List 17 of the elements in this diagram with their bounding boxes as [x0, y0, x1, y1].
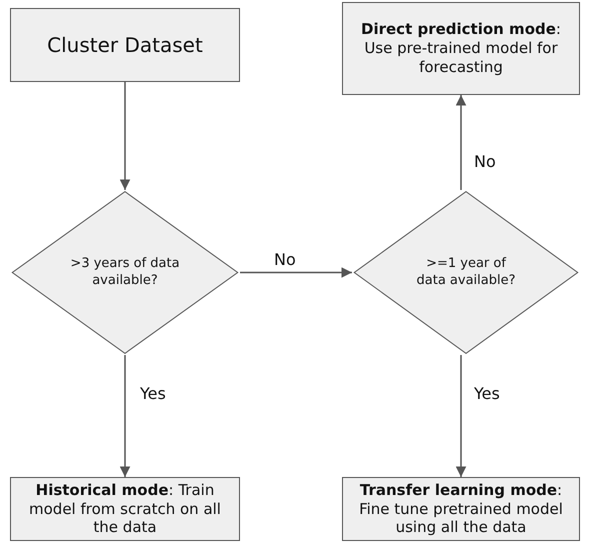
process-box	[10, 477, 240, 541]
node-text: >=1 year of data available?	[416, 256, 516, 289]
process-box	[10, 8, 240, 82]
node-text: Direct prediction mode: Use pre-trained model for forecasting	[360, 20, 562, 77]
node-text: Cluster Dataset	[47, 32, 203, 58]
arrow	[456, 95, 466, 190]
node-text: >3 years of data available?	[70, 256, 180, 289]
arrow	[120, 82, 130, 190]
arrow	[120, 355, 130, 477]
decision-diamond	[10, 190, 240, 355]
process-box	[342, 477, 580, 541]
process-box	[342, 2, 580, 95]
arrow	[240, 267, 352, 278]
node-text: Transfer learning mode: Fine tune pretrained model using all the data	[358, 480, 564, 538]
arrow	[456, 355, 466, 477]
decision-diamond	[352, 190, 580, 355]
node-text: Historical mode: Train model from scratch on all the data	[28, 480, 222, 538]
